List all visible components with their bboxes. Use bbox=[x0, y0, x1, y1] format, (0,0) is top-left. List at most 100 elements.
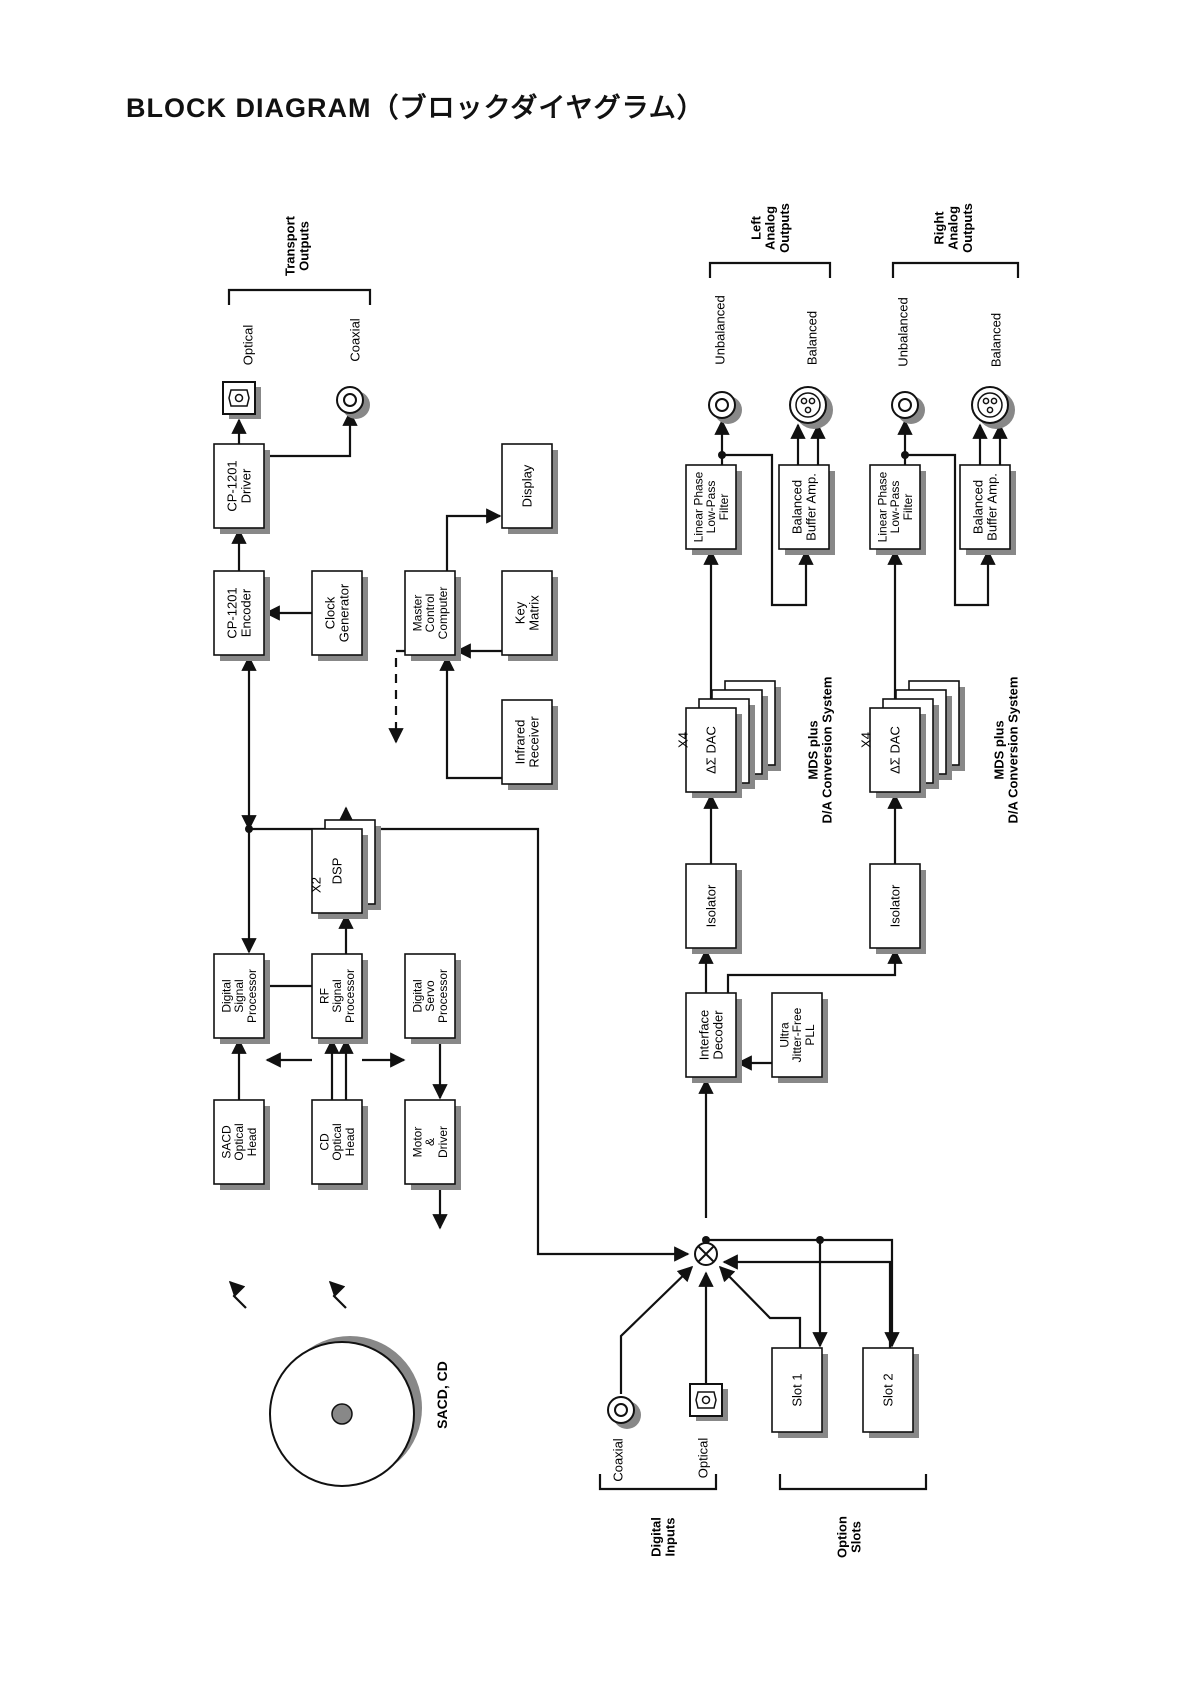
block-frame bbox=[311, 828, 363, 914]
block-label-isolator-right-line-1: Isolator bbox=[888, 884, 903, 927]
block-label-buffer-right-line-2: Buffer Amp. bbox=[984, 473, 999, 541]
unbalanced-left-jack-icon bbox=[708, 391, 742, 424]
block-slot2: Slot 2 bbox=[862, 1347, 919, 1438]
wire-lpf-to-buffer-l bbox=[722, 453, 814, 607]
group-option-slots-line-1: Option bbox=[834, 1516, 849, 1558]
block-frame bbox=[959, 464, 1011, 550]
coaxial-out-connector-icon bbox=[336, 386, 370, 419]
block-label-digital-signal-processor-line-2: Signal bbox=[232, 979, 246, 1012]
block-motor-driver: Motor&Driver bbox=[404, 1099, 461, 1190]
block-label-isolator-left: Isolator bbox=[704, 884, 719, 927]
block-label-key-matrix-line-1: Key bbox=[513, 601, 528, 624]
block-frame bbox=[685, 707, 737, 793]
block-dsp: DSP bbox=[311, 819, 381, 919]
block-label-display-line-1: Display bbox=[520, 464, 535, 507]
block-label-digital-signal-processor-line-1: Digital bbox=[220, 979, 234, 1012]
block-label-rf-signal-processor-line-2: Signal bbox=[330, 979, 344, 1012]
junction-dot bbox=[816, 1236, 824, 1244]
block-isolator-left: Isolator bbox=[685, 863, 742, 954]
block-label-motor-driver: Motor&Driver bbox=[411, 1126, 450, 1158]
left-analog-bracket bbox=[708, 261, 832, 278]
label-unbalanced-left: Unbalanced bbox=[713, 295, 728, 364]
block-label-master-control-line-2: Control bbox=[423, 594, 437, 633]
group-left-analog-outputs-line-2: Analog bbox=[763, 206, 778, 250]
block-label-buffer-right-line-1: Balanced bbox=[971, 480, 986, 534]
group-digital-inputs-line-2: Inputs bbox=[663, 1518, 678, 1557]
block-label-dsp: DSP bbox=[330, 858, 345, 885]
block-label-key-matrix-line-2: Matrix bbox=[526, 595, 541, 631]
xlr-pin bbox=[804, 406, 812, 414]
group-mds-left-line-1: MDS plus bbox=[805, 720, 820, 779]
balanced-left-xlr-icon bbox=[789, 386, 833, 429]
block-label-cp1201-driver-line-2: Driver bbox=[238, 468, 253, 503]
junction-dot bbox=[702, 1236, 710, 1244]
block-label-cp1201-encoder-line-1: CP-1201 bbox=[225, 587, 240, 638]
block-label-infrared-receiver-line-2: Receiver bbox=[526, 716, 541, 768]
block-label-motor-driver-line-1: Motor bbox=[411, 1127, 425, 1158]
label-optical-in: Optical bbox=[696, 1438, 711, 1479]
block-label-ultra-jitter-free-pll-line-2: Jitter-Free bbox=[790, 1007, 804, 1062]
block-label-buffer-left-line-1: Balanced bbox=[790, 480, 805, 534]
block-label-digital-servo-processor-line-3: Processor bbox=[436, 969, 450, 1023]
transport-outputs-bracket bbox=[227, 288, 372, 305]
wire-master-ext bbox=[388, 649, 405, 744]
block-label-lpf-right-line-2: Low-Pass bbox=[888, 481, 902, 534]
xlr-pin bbox=[982, 397, 990, 405]
wire-lpf-to-buffer-r bbox=[905, 453, 996, 607]
xlr-pin bbox=[800, 397, 808, 405]
label-unbalanced-right: Unbalanced bbox=[896, 297, 911, 366]
group-mds-left-line-2: D/A Conversion System bbox=[820, 677, 835, 824]
label-balanced-right-line-1: Balanced bbox=[989, 313, 1004, 367]
block-isolator-right: Isolator bbox=[869, 863, 926, 954]
jack-pin bbox=[343, 393, 357, 407]
unbalanced-right-jack-icon bbox=[891, 391, 925, 424]
block-frame bbox=[685, 464, 737, 550]
xlr-pin bbox=[990, 397, 998, 405]
block-label-ultra-jitter-free-pll-line-1: Ultra bbox=[778, 1022, 792, 1048]
group-option-slots-line-2: Slots bbox=[849, 1521, 864, 1553]
block-label-interface-decoder-line-2: Decoder bbox=[710, 1010, 725, 1060]
block-label-lpf-left-line-1: Linear Phase bbox=[692, 471, 706, 542]
block-label-sacd-optical-head-line-2: Optical bbox=[232, 1123, 246, 1160]
label-balanced-left: Balanced bbox=[805, 311, 820, 365]
block-label-display: Display bbox=[520, 464, 535, 507]
block-label-cd-optical-head-line-2: Optical bbox=[330, 1123, 344, 1160]
block-frame bbox=[771, 992, 823, 1078]
block-frame bbox=[213, 953, 265, 1039]
block-frame bbox=[869, 464, 921, 550]
label-disc-line-1: SACD, CD bbox=[434, 1361, 450, 1429]
label-x4-left-line-1: X4 bbox=[676, 732, 691, 748]
block-frame bbox=[501, 570, 553, 656]
block-label-cp1201-driver-line-1: CP-1201 bbox=[225, 460, 240, 511]
block-label-lpf-right-line-3: Filter bbox=[901, 494, 915, 521]
block-frame bbox=[311, 953, 363, 1039]
block-frame bbox=[778, 464, 830, 550]
block-label-interface-decoder-line-1: Interface bbox=[697, 1010, 712, 1061]
optical-core bbox=[234, 393, 244, 403]
right-analog-bracket bbox=[891, 261, 1020, 278]
junction-dot bbox=[901, 451, 909, 459]
page-title: BLOCK DIAGRAM（ブロックダイヤグラム） bbox=[126, 93, 705, 123]
option-slots-bracket bbox=[778, 1474, 928, 1491]
block-frame bbox=[213, 443, 265, 529]
block-frame bbox=[311, 570, 363, 656]
group-left-analog-outputs-line-1: Left bbox=[748, 215, 763, 240]
block-label-sacd-optical-head-line-3: Head bbox=[245, 1128, 259, 1157]
